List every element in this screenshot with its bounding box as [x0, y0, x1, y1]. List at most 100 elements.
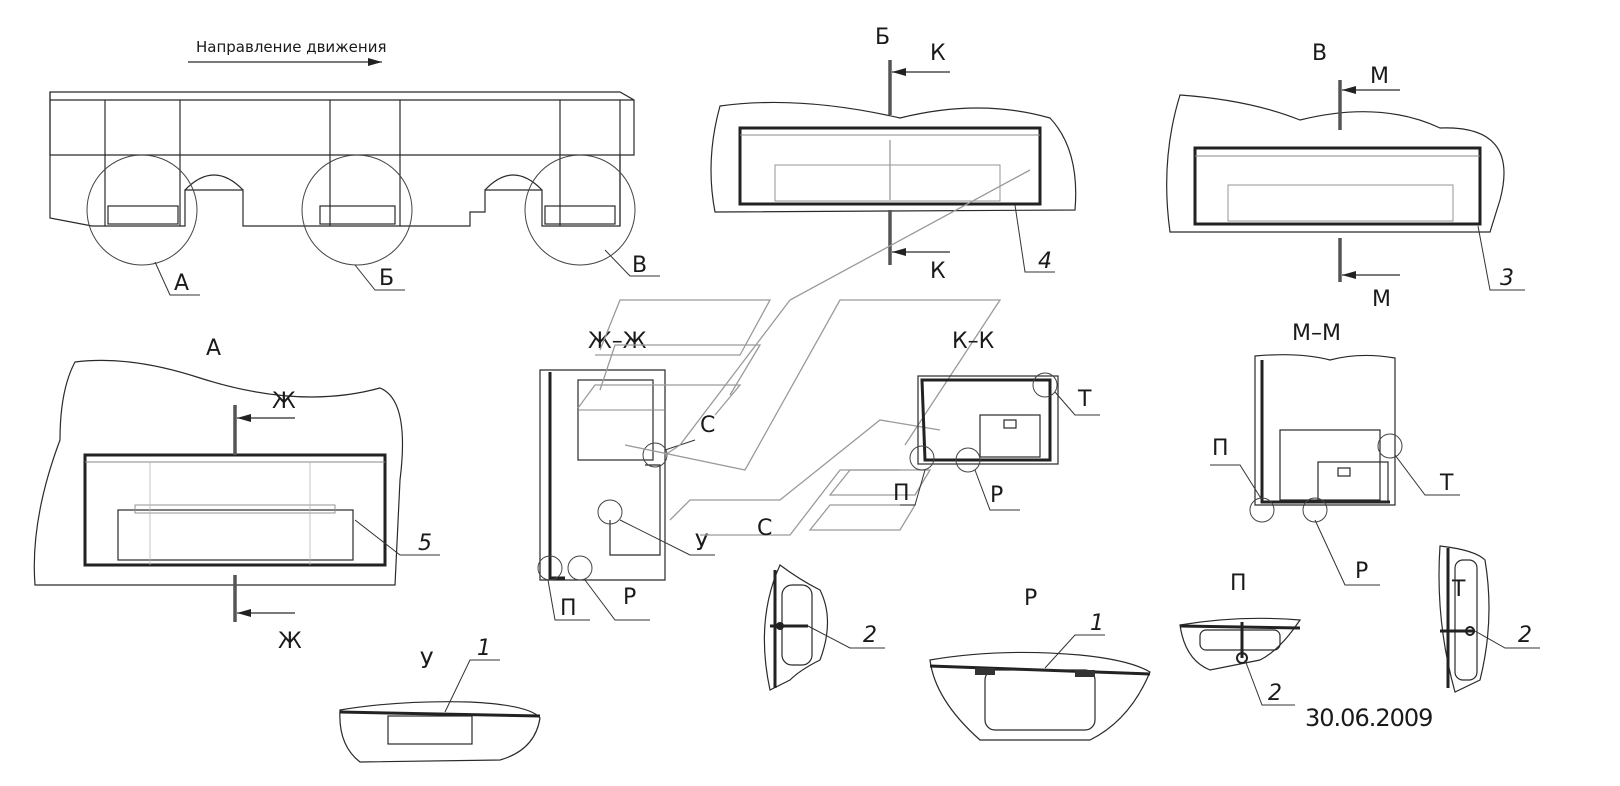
part-number-2a: 2 — [863, 623, 877, 648]
section-zh-wall — [548, 372, 565, 580]
leader-r1 — [584, 579, 650, 621]
leader-p2 — [900, 469, 926, 506]
leader-b — [354, 264, 405, 291]
leader-u — [619, 519, 715, 556]
view-v-title: В — [1312, 41, 1327, 66]
detail-r-battery — [984, 669, 1096, 731]
detail-r-pad-right — [1075, 670, 1095, 677]
leader-p3 — [1210, 464, 1263, 501]
leader-a — [154, 261, 200, 296]
arrowhead-k-bottom — [892, 248, 906, 256]
part-number-2b: 2 — [1268, 681, 1282, 706]
section-m-terminal — [1337, 467, 1351, 477]
view-b-outline — [710, 101, 1077, 213]
detail-circle-s — [642, 442, 668, 468]
leader-r2 — [974, 469, 1020, 511]
guide-line — [700, 469, 900, 536]
leader-3 — [1477, 225, 1525, 291]
view-v-battery — [1193, 146, 1482, 226]
detail-t-nut — [1465, 626, 1475, 636]
leader-4 — [1014, 204, 1055, 273]
bus-body — [49, 92, 621, 227]
detail-label-p3: П — [1212, 436, 1229, 461]
detail-p-outline — [1179, 617, 1302, 671]
part-number-4: 4 — [1038, 249, 1052, 274]
section-k-k: К–К Т П Р — [893, 329, 1100, 511]
section-zh-bracket — [609, 464, 661, 556]
detail-u-panel — [339, 710, 541, 718]
label-zh-bottom: Ж — [278, 629, 302, 654]
section-m-frame — [1260, 360, 1390, 504]
label-k-bottom: К — [930, 259, 946, 284]
detail-s-bolt-head — [776, 622, 784, 630]
detail-u-bracket — [387, 715, 473, 745]
section-m-m: М–М Т П Р — [1210, 321, 1460, 586]
callout-label-v: В — [632, 253, 647, 278]
detail-r: Р 1 — [929, 586, 1151, 741]
detail-label-t2: Т — [1439, 471, 1454, 496]
detail-circle-p1 — [537, 555, 563, 581]
view-a-bar — [134, 504, 336, 514]
label-m-top: М — [1370, 64, 1389, 89]
section-zh-battery-top — [577, 379, 654, 461]
view-b-tray — [774, 164, 1001, 202]
callout-label-a: А — [174, 271, 189, 296]
detail-p-panel — [1179, 624, 1301, 630]
guide-line — [624, 299, 1002, 471]
callout-circle-a — [86, 154, 198, 266]
detail-p-nut — [1236, 652, 1248, 664]
detail-label-s2: С — [757, 516, 772, 541]
view-a-battery — [117, 509, 354, 561]
detail-label-r3: Р — [1355, 559, 1368, 584]
detail-circle-t1 — [1032, 372, 1058, 398]
section-m-outline — [1254, 354, 1396, 506]
drawing-date: 30.06.2009 — [1305, 704, 1432, 732]
section-m-top-box — [1279, 429, 1381, 501]
guide-band — [808, 504, 917, 531]
detail-t-outline — [1438, 545, 1490, 693]
detail-p: П 2 — [1179, 571, 1302, 706]
section-zh-outline — [539, 369, 666, 581]
callout-label-b: Б — [379, 266, 394, 291]
view-b-battery — [738, 126, 1042, 206]
bus-roof — [49, 91, 635, 156]
detail-s: 2 — [763, 564, 885, 691]
label-k-top: К — [930, 41, 946, 66]
guide-line — [669, 419, 941, 521]
detail-p-bracket — [1199, 629, 1281, 651]
leader-5 — [354, 519, 440, 556]
view-v: В М М 3 — [1166, 41, 1525, 312]
view-v-tray — [1227, 184, 1454, 222]
view-a-title: А — [206, 336, 221, 361]
detail-u: У 1 — [339, 636, 541, 763]
view-a: А Ж Ж 5 — [33, 336, 440, 654]
guide-band — [595, 299, 772, 356]
direction-label: Направление движения — [196, 38, 386, 56]
detail-label-r2: Р — [990, 483, 1003, 508]
section-m-battery — [1317, 461, 1389, 503]
section-k-outline — [917, 375, 1059, 465]
label-m-bottom: М — [1372, 287, 1391, 312]
wheel-arch-front — [184, 174, 244, 191]
part-number-1b: 1 — [1090, 611, 1104, 636]
guide-band — [577, 384, 742, 416]
section-zh-zh: Ж–Ж С У П Р — [537, 329, 715, 621]
bus-overview: Направление движения А Б В — [49, 38, 660, 296]
detail-r-pad-left — [975, 668, 995, 675]
guide-line — [664, 169, 1031, 456]
detail-circle-u — [597, 499, 623, 525]
detail-circle-r2 — [955, 447, 981, 473]
leader-v — [604, 249, 660, 277]
detail-circle-r3 — [1302, 497, 1328, 523]
leader-r3 — [1314, 519, 1380, 586]
callout-circle-b — [301, 154, 413, 266]
detail-r-outline — [929, 651, 1151, 741]
part-number-1a: 1 — [477, 636, 491, 661]
direction-arrowhead — [368, 58, 382, 66]
detail-label-p1: П — [560, 596, 577, 621]
wheel-arch-rear — [484, 174, 543, 191]
detail-label-t1: Т — [1077, 387, 1092, 412]
section-k-title: К–К — [952, 329, 995, 354]
